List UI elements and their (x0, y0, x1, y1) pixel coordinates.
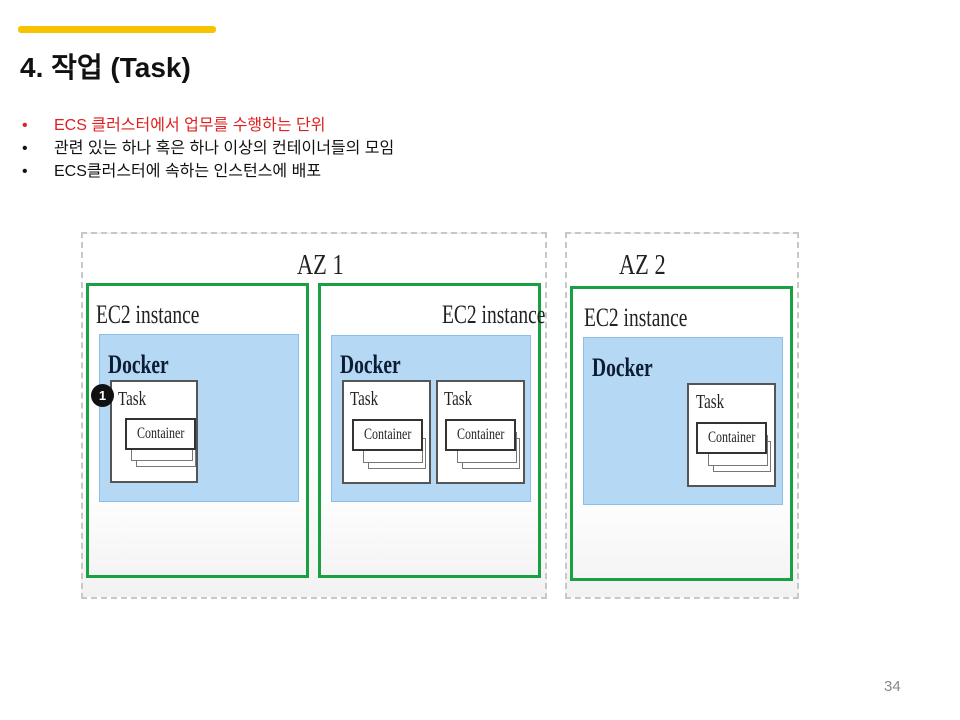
bullet-item: 관련 있는 하나 혹은 하나 이상의 컨테이너들의 모임 (22, 137, 394, 160)
step-badge: 1 (91, 384, 114, 407)
page-title: 4. 작업 (Task) (20, 52, 191, 83)
bullet-list: ECS 클러스터에서 업무를 수행하는 단위 관련 있는 하나 혹은 하나 이상… (22, 114, 394, 183)
docker-label: Docker (340, 350, 401, 379)
container-label: Container (708, 429, 756, 446)
task-label: Task (444, 388, 473, 410)
ec2-instance-label: EC2 instance (442, 300, 546, 329)
container-box: Container (352, 419, 423, 451)
az2-label: AZ 2 (619, 250, 666, 281)
task-label: Task (118, 388, 147, 410)
container-label: Container (457, 426, 505, 443)
container-box: Container (696, 422, 767, 454)
container-box: Container (125, 418, 196, 450)
container-label: Container (364, 426, 412, 443)
ec2-instance-label: EC2 instance (584, 303, 688, 332)
ec2-instance-label: EC2 instance (96, 300, 200, 329)
task-label: Task (350, 388, 379, 410)
container-box: Container (445, 419, 516, 451)
task-label: Task (696, 391, 725, 413)
docker-label: Docker (108, 350, 169, 379)
docker-label: Docker (592, 353, 653, 382)
bullet-item: ECS클러스터에 속하는 인스턴스에 배포 (22, 160, 394, 183)
title-accent-bar (18, 26, 216, 33)
bullet-item: ECS 클러스터에서 업무를 수행하는 단위 (22, 114, 394, 137)
page-number: 34 (884, 678, 901, 695)
az1-label: AZ 1 (297, 250, 344, 281)
container-label: Container (137, 425, 185, 442)
